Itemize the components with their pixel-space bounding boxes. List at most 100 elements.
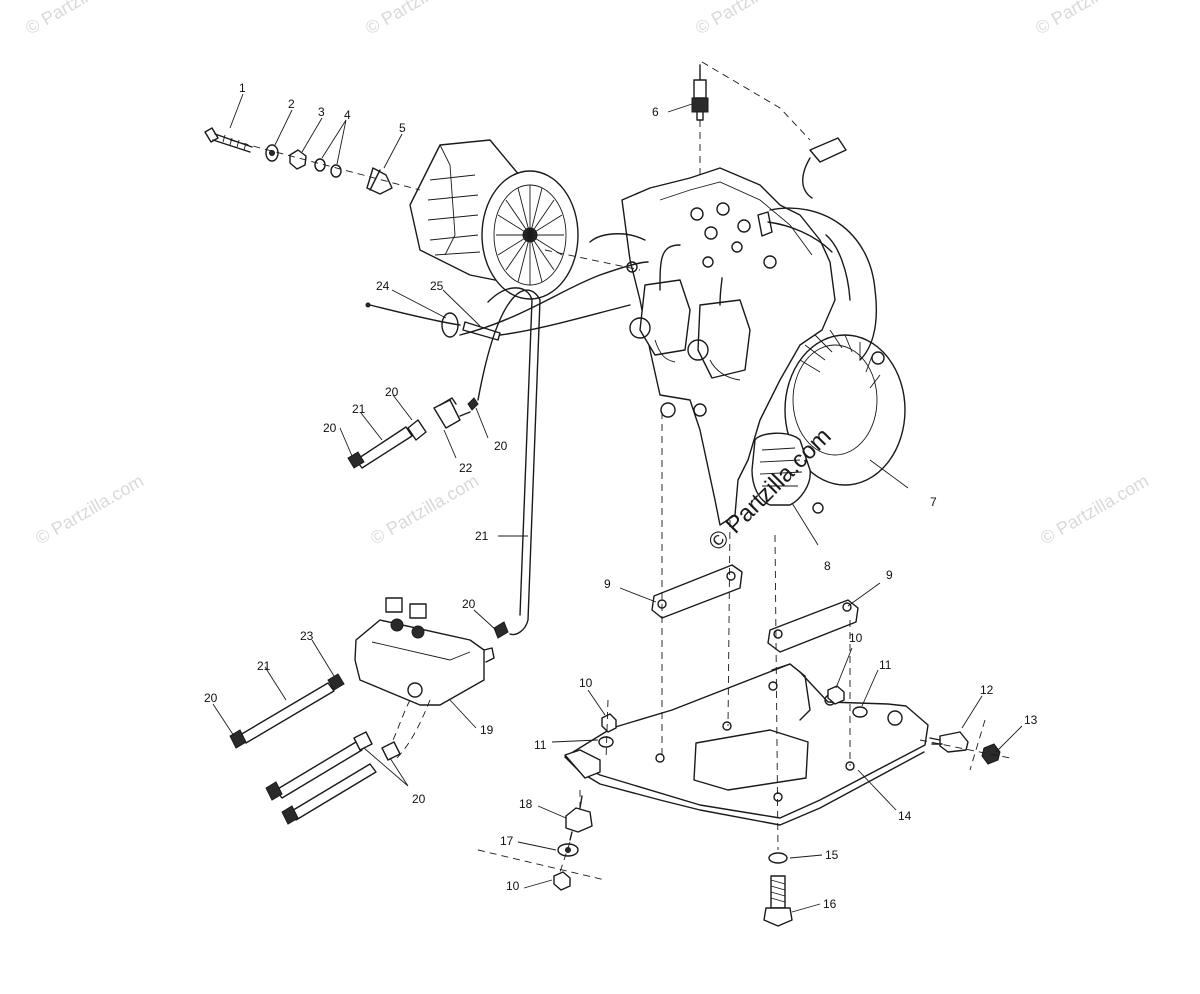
nut-10-right: [827, 685, 845, 705]
head-bolt-4: [737, 219, 751, 233]
callout-16: 16: [823, 897, 837, 911]
fuel-pump-22-port: [439, 397, 471, 417]
cable-run-2: [459, 261, 649, 336]
spark-plug: [691, 64, 709, 121]
filter-outlet: [483, 647, 495, 663]
watermark-top-left: © Partzilla.com: [22, 0, 137, 38]
callout-23: 23: [300, 629, 314, 643]
flywheel-bolt: [871, 351, 885, 365]
spacer-bar-right: [767, 599, 859, 653]
nut-10-bottom: [553, 871, 571, 891]
leader-23: [311, 639, 335, 677]
mount-18: [565, 807, 593, 833]
dash-bolt-12: [919, 739, 1011, 759]
filter-port-1: [385, 597, 403, 613]
leader-9-left: [619, 587, 657, 603]
oring-4b: [330, 164, 342, 178]
callout-20-right: 20: [494, 439, 508, 453]
clutch-spokes: [496, 185, 564, 285]
bolt-thread-1: [222, 134, 247, 151]
plate-hole-4: [773, 792, 783, 802]
hose-21-upper: [355, 426, 413, 469]
leader-13: [995, 725, 1023, 753]
leader-16: [791, 903, 821, 913]
clutch-fasteners: [204, 127, 393, 195]
leader-2: [274, 109, 293, 146]
callout-20-top: 20: [385, 385, 399, 399]
filter-dash-2: [394, 699, 431, 761]
leader-22: [443, 429, 457, 459]
washer-15: [768, 852, 788, 864]
leader-20-bottom-left: [212, 703, 235, 737]
carb-left-hose: [659, 244, 681, 291]
leader-lines: [212, 93, 1023, 913]
mount-plate-flange: [771, 663, 811, 721]
spacer-5-edge: [369, 169, 381, 191]
callout-12: 12: [980, 683, 994, 697]
hose-lower-1: [275, 741, 363, 799]
callout-20-bottom: 20: [412, 792, 426, 806]
spark-plug-hex: [691, 97, 709, 113]
head-bolt-1: [690, 207, 704, 221]
dash-plug-wire: [701, 61, 811, 141]
watermark-top-right: © Partzilla.com: [1032, 0, 1147, 38]
watermark-top-3: © Partzilla.com: [692, 0, 807, 38]
callout-labels: 1 2 3 4 5 6 7 8 9 9 10 10 10 11 11 12 13…: [204, 81, 1038, 911]
filter-lid-edge: [371, 641, 471, 661]
callout-8: 8: [824, 559, 831, 573]
callout-7: 7: [930, 495, 937, 509]
leader-3: [301, 117, 323, 153]
plug-wire-top: [802, 157, 813, 199]
leader-10-right: [835, 647, 853, 689]
fuel-filter-19: [354, 597, 495, 761]
flywheel-fins: [799, 329, 881, 389]
dash-nut-13: [969, 719, 986, 771]
dash-clutch-bolt: [229, 139, 421, 191]
callout-1: 1: [239, 81, 246, 95]
clutch-edge: [439, 144, 456, 256]
bolt-16-head: [763, 907, 793, 927]
head-bolt-2: [716, 202, 730, 216]
clamp-23: [327, 673, 345, 691]
leader-11-right: [861, 669, 879, 707]
bracket-bolt: [812, 502, 824, 514]
dash-stud-mid: [727, 519, 731, 727]
leader-8: [791, 502, 819, 546]
callout-10-top: 10: [579, 676, 593, 690]
callout-5: 5: [399, 121, 406, 135]
spark-plug-insulator: [693, 79, 707, 99]
leader-20-lower: [473, 609, 497, 631]
cable-end: [369, 304, 461, 326]
callout-11-right: 11: [879, 658, 892, 672]
engine-head-edge: [659, 181, 813, 256]
plug-wire-1: [767, 221, 833, 253]
leader-25: [442, 289, 481, 327]
callout-19: 19: [480, 723, 494, 737]
leader-6: [667, 103, 693, 113]
carb-left-inlet: [629, 317, 651, 339]
leader-21-left: [264, 666, 287, 701]
leader-11-left: [551, 739, 599, 743]
drive-clutch: [409, 139, 579, 300]
callout-18: 18: [519, 797, 533, 811]
bolt-shank-1: [212, 133, 253, 153]
callout-24: 24: [376, 279, 390, 293]
clamp-20-a: [265, 781, 283, 801]
fan-shroud-edge: [769, 207, 877, 361]
spacer-right-hole-1: [773, 629, 783, 639]
filter-mount-hole: [407, 682, 423, 698]
callout-22: 22: [459, 461, 473, 475]
filter-dash-1: [384, 699, 411, 756]
engine-assembly: [589, 137, 906, 526]
leader-10-bottom: [523, 879, 553, 889]
watermark-top-2: © Partzilla.com: [362, 0, 477, 38]
callout-9-left: 9: [604, 577, 611, 591]
callout-13: 13: [1024, 713, 1038, 727]
plate-mount-hole: [887, 710, 903, 726]
carb-right-inlet: [687, 339, 709, 361]
engine-mount-stud-2: [693, 403, 707, 417]
engine-bracket: [751, 432, 811, 506]
washer-11-left: [598, 736, 614, 748]
